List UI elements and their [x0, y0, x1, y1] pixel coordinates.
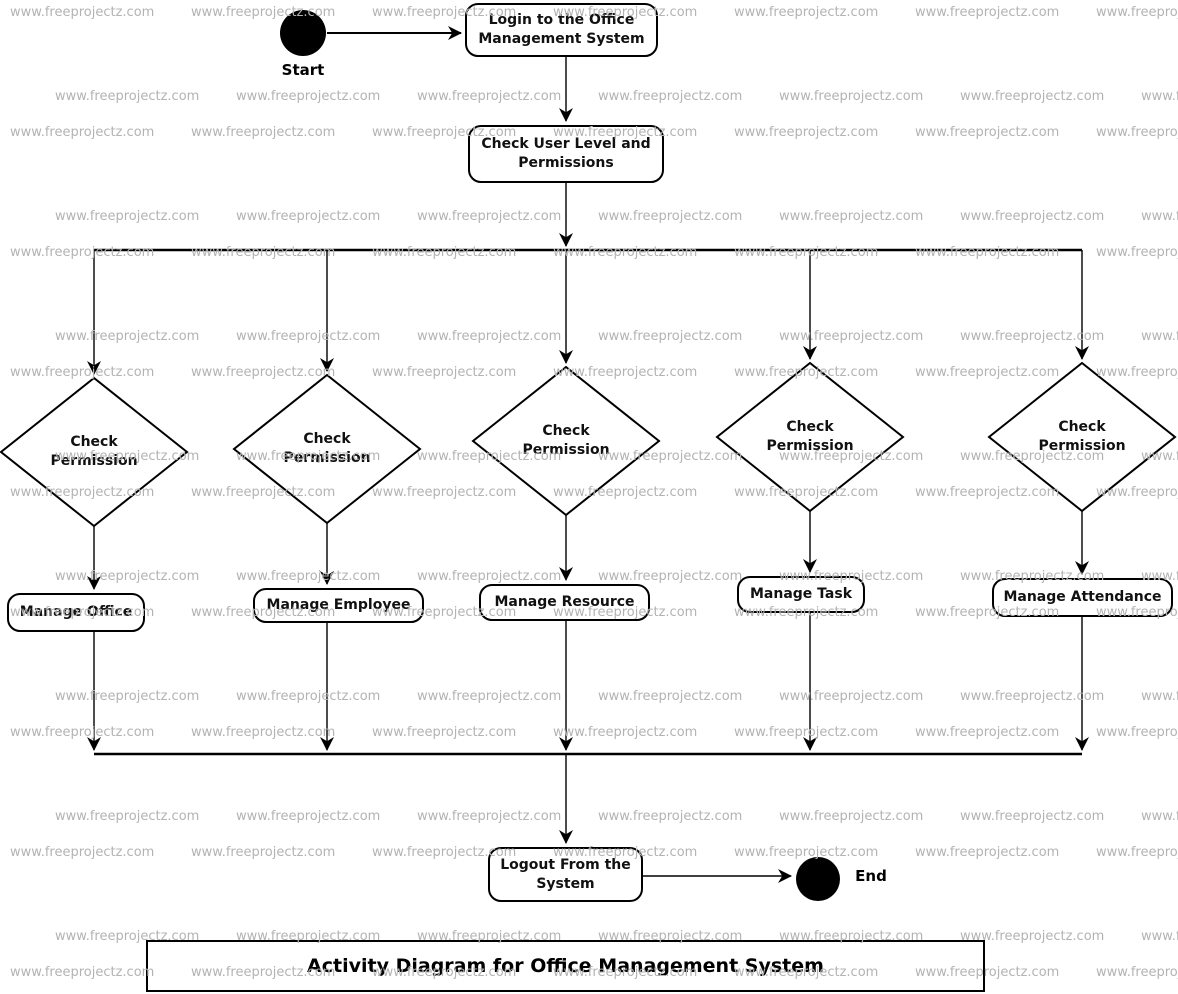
decision-label-5: Check Permission	[1038, 419, 1126, 454]
decision-label-1: Check Permission	[50, 434, 138, 469]
end-node	[796, 857, 840, 901]
login-activity-node: Login to the Office Management System	[465, 3, 658, 57]
decision-label-4: Check Permission	[766, 419, 854, 454]
manage-employee-activity-node: Manage Employee	[253, 588, 424, 623]
decision-label-2: Check Permission	[283, 431, 371, 466]
manage-task-activity-node: Manage Task	[737, 576, 865, 613]
manage-resource-activity-node: Manage Resource	[479, 584, 650, 621]
check-user-level-activity-node: Check User Level and Permissions	[468, 125, 664, 183]
start-node-label: Start	[281, 61, 325, 79]
logout-activity-node: Logout From the System	[488, 847, 643, 902]
start-node	[280, 10, 326, 56]
manage-office-activity-node: Manage Office	[7, 593, 145, 632]
manage-attendance-activity-node: Manage Attendance	[992, 578, 1173, 617]
diagram-title: Activity Diagram for Office Management S…	[146, 940, 985, 992]
decision-label-3: Check Permission	[522, 423, 610, 458]
end-node-label: End	[855, 867, 887, 885]
